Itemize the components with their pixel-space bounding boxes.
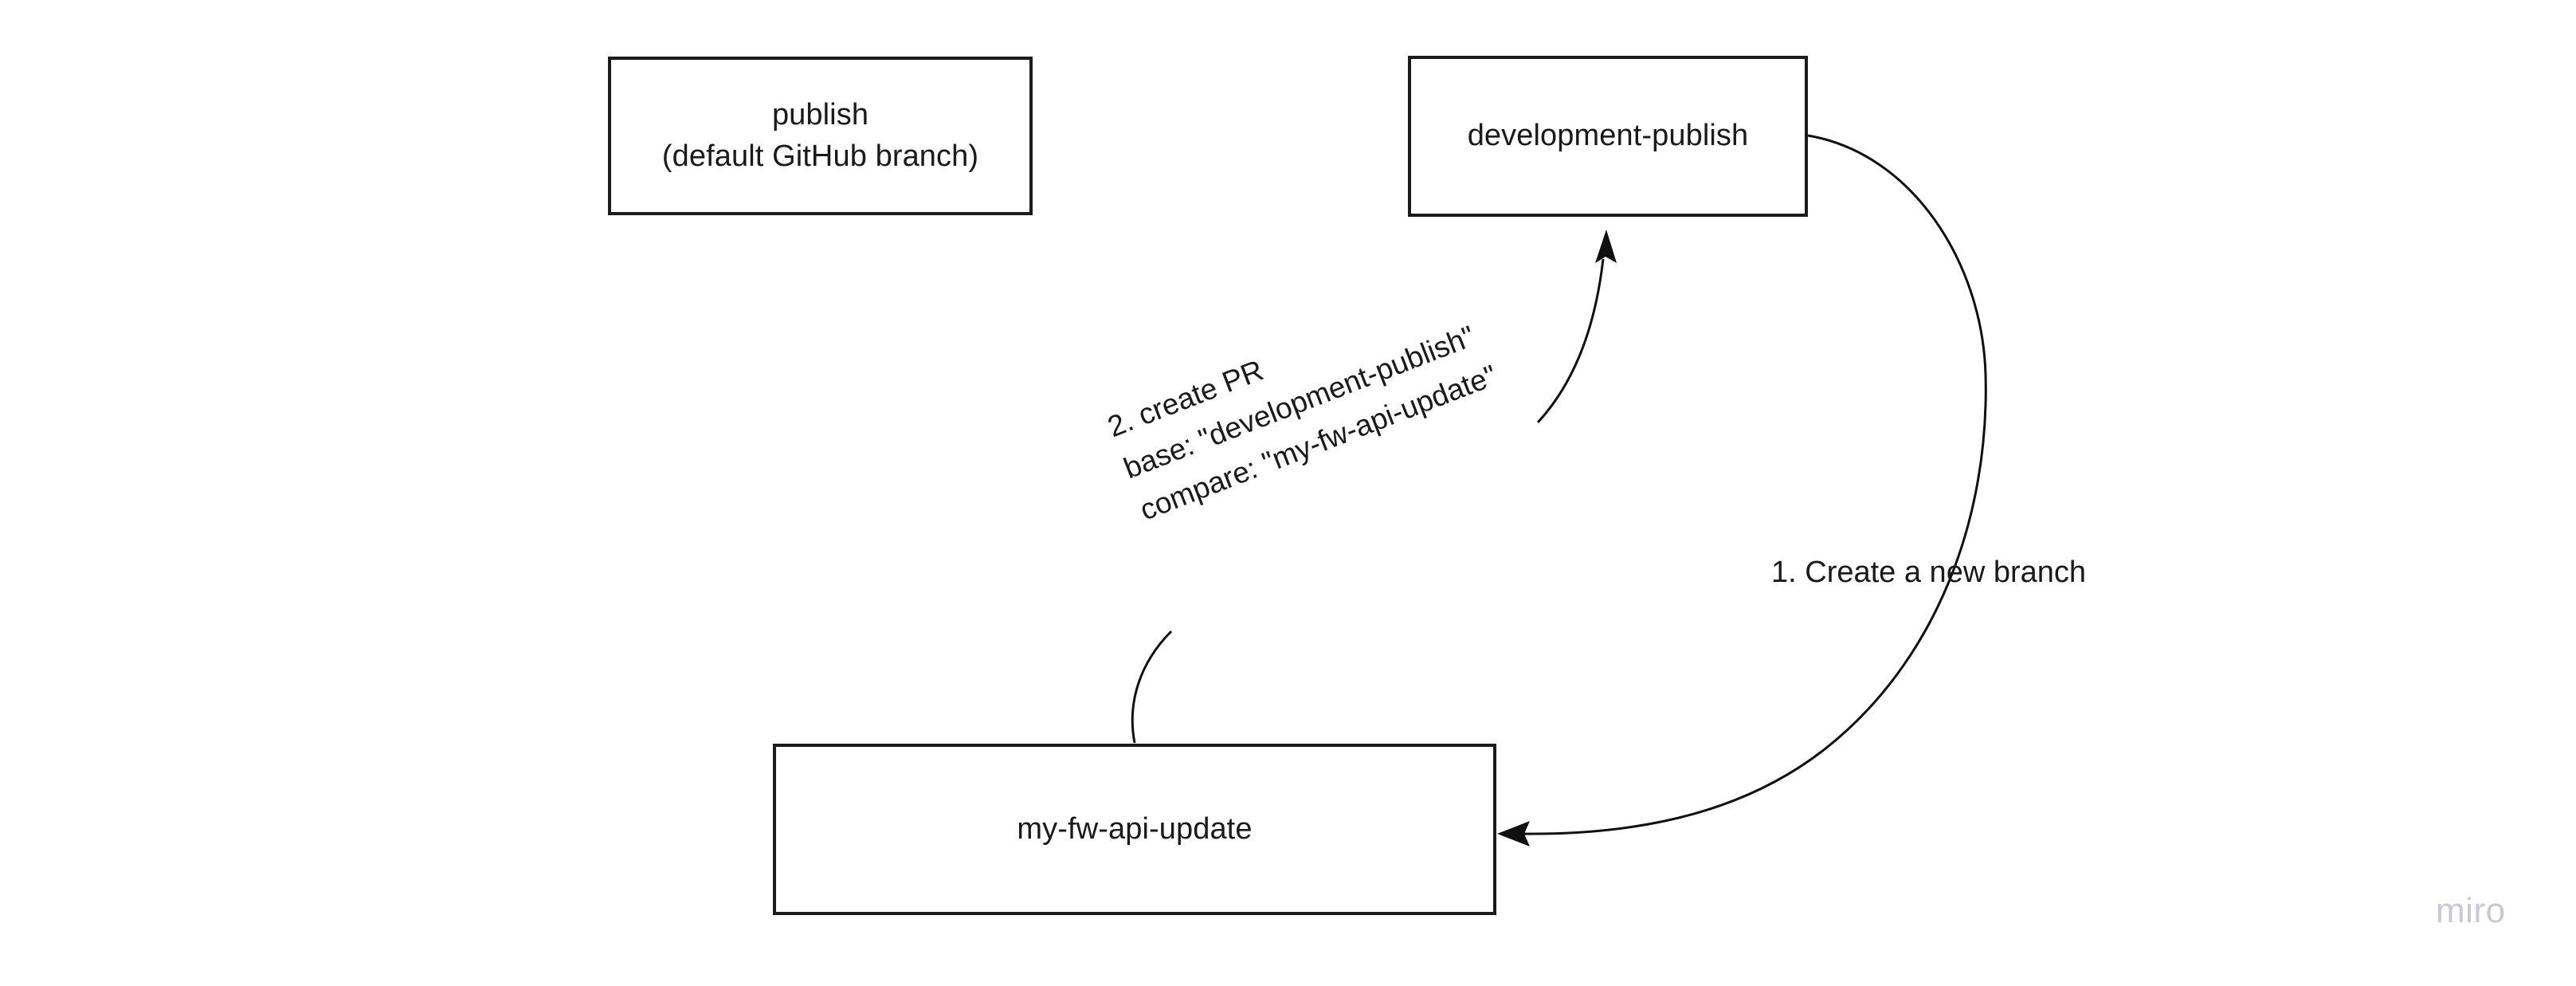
edge-create-pr[interactable]	[1131, 230, 1617, 744]
edge-create-branch[interactable]	[1497, 134, 1987, 847]
node-publish-label: publish (default GitHub branch)	[661, 97, 979, 173]
edge-label-create-branch: 1. Create a new branch	[1771, 556, 2087, 589]
edge-create-pr-path	[1131, 630, 1173, 744]
node-development-publish[interactable]: development-publish	[1408, 56, 1808, 217]
edge-create-branch-arrowhead	[1497, 821, 1530, 847]
miro-watermark: miro	[2436, 891, 2506, 930]
edge-create-pr-arrowhead	[1595, 230, 1617, 263]
edge-create-pr-path-upper	[1536, 258, 1605, 424]
node-my-fw-api-update[interactable]: my-fw-api-update	[773, 744, 1496, 915]
edge-create-branch-path	[1517, 134, 1987, 835]
node-development-publish-label: development-publish	[1467, 119, 1749, 153]
node-publish[interactable]: publish (default GitHub branch)	[608, 57, 1033, 215]
node-my-fw-api-update-label: my-fw-api-update	[1017, 811, 1253, 846]
